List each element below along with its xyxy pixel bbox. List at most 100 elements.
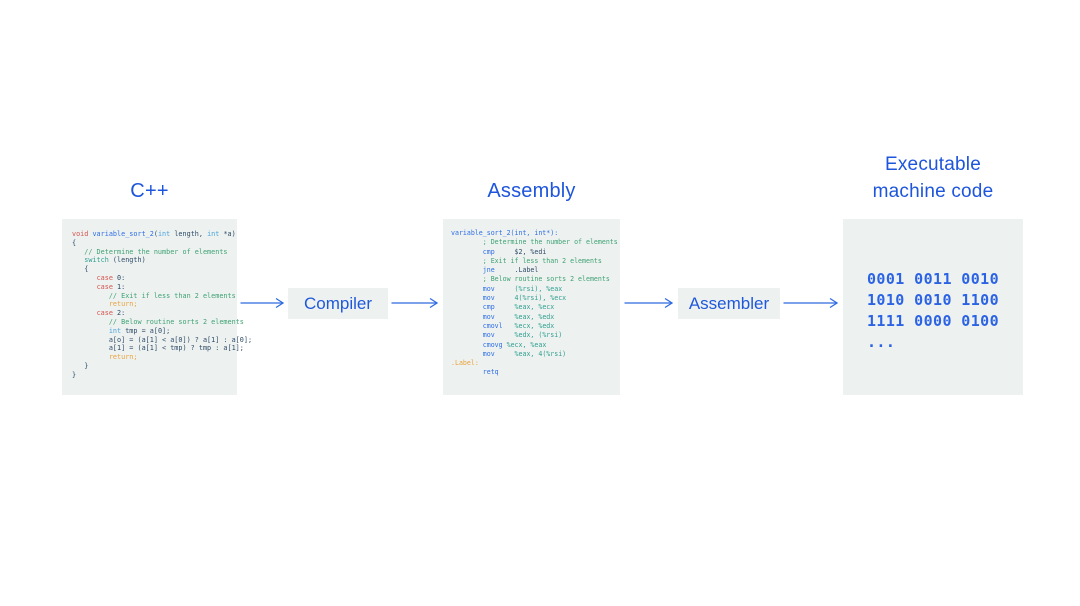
code-token: mov [482, 294, 495, 303]
code-token [451, 341, 483, 349]
code-line: mov (%rsi), %eax [451, 285, 620, 294]
stage-title-machine-line2: machine code [872, 181, 994, 202]
code-token: mov [482, 284, 495, 293]
code-token [451, 322, 483, 330]
arrow-cpp-to-compiler-icon [240, 297, 284, 309]
code-line: variable_sort_2(int, int*): [451, 229, 620, 238]
code-token [451, 303, 483, 311]
code-token [72, 327, 109, 335]
code-token: cmp [482, 247, 495, 256]
code-token: case [96, 309, 113, 318]
code-token: cmp [482, 303, 495, 312]
code-token: %ecx, %eax [502, 340, 547, 349]
machine-code-line: 1111 0000 0100 [867, 312, 1000, 330]
code-token: case [96, 282, 113, 291]
stage-title-machine-line1: Executable [884, 154, 981, 175]
code-token: // Exit if less than 2 elements [72, 291, 236, 300]
code-line: ; Exit if less than 2 elements [451, 257, 620, 266]
code-token: .Label: [451, 359, 479, 368]
code-line: case 1: [72, 283, 237, 292]
code-line: } [72, 362, 237, 371]
code-token: ( [153, 230, 158, 238]
machine-code-line: ... [867, 333, 896, 351]
code-line: case 2: [72, 309, 237, 318]
code-token: cmovg [482, 340, 503, 349]
code-line: a[1] = (a[1] < tmp) ? tmp : a[1]; [72, 344, 244, 353]
code-token: 1: [112, 282, 126, 291]
code-token: } [72, 370, 77, 379]
code-token [451, 331, 483, 339]
code-token: return; [108, 353, 138, 362]
code-token: %eax, %ecx [494, 303, 555, 312]
code-token: tmp = a[0]; [121, 326, 171, 335]
code-token [72, 300, 109, 308]
code-token: retq [482, 368, 499, 377]
code-token: (%rsi), %eax [494, 284, 563, 293]
code-token: // Below routine sorts 2 elements [72, 317, 244, 326]
code-line: mov %edx, (%rsi) [451, 331, 620, 340]
code-token: mov [482, 331, 495, 340]
code-line: retq [451, 368, 620, 377]
code-line: return; [72, 353, 237, 362]
machine-code-line: 1010 0010 1100 [867, 291, 1000, 309]
code-line: a[o] = (a[1] < a[0]) ? a[1] : a[0]; [72, 336, 252, 345]
code-token: length, [170, 230, 208, 238]
code-token: mov [482, 312, 495, 321]
code-token: a[o] = (a[1] < a[0]) ? a[1] : a[0]; [72, 335, 253, 344]
code-line: // Below routine sorts 2 elements [72, 318, 244, 327]
code-line: cmp $2, %edi [451, 248, 620, 257]
code-token [72, 353, 109, 361]
code-token: int [108, 326, 122, 335]
stage-title-assembly: Assembly [487, 180, 576, 202]
code-token [451, 350, 483, 358]
code-token: 0: [112, 273, 126, 282]
stage-title-cpp: C++ [130, 180, 169, 202]
assembly-code-panel: variable_sort_2(int, int*): ; Determine … [443, 219, 620, 395]
code-token [451, 285, 483, 293]
code-line: { [72, 265, 237, 274]
code-token: return; [108, 300, 138, 309]
code-line: return; [72, 300, 237, 309]
machine-code-line: 0001 0011 0010 [867, 270, 1000, 288]
compiler-box: Compiler [288, 288, 388, 319]
code-token: } [72, 361, 89, 370]
code-token [72, 309, 97, 317]
arrow-compiler-to-assembly-icon [391, 297, 438, 309]
code-token: mov [482, 349, 495, 358]
code-line: case 0: [72, 274, 237, 283]
code-line: } [72, 371, 237, 380]
code-line: void variable_sort_2(int length, int *a) [72, 230, 237, 239]
arrow-assembler-to-machine-code-icon [783, 297, 838, 309]
code-line: // Exit if less than 2 elements [72, 292, 237, 301]
code-token: { [72, 238, 77, 247]
code-token: case [96, 273, 113, 282]
code-token [451, 266, 483, 274]
code-line: ; Below routine sorts 2 elements [451, 275, 620, 284]
code-token: ; Exit if less than 2 elements [451, 256, 602, 265]
code-token [451, 248, 483, 256]
code-line: jne .Label [451, 266, 620, 275]
code-token: void [72, 230, 93, 238]
code-line: .Label: [451, 359, 620, 368]
code-token: 2: [112, 309, 126, 318]
code-line: mov 4(%rsi), %ecx [451, 294, 620, 303]
code-token: // Determine the number of elements [72, 247, 228, 256]
code-token [451, 313, 483, 321]
code-line: int tmp = a[0]; [72, 327, 237, 336]
code-token: %edx, (%rsi) [494, 331, 563, 340]
code-token: a[1] = (a[1] < tmp) ? tmp : a[1]; [72, 344, 244, 353]
compiler-label: Compiler [303, 293, 373, 313]
cpp-source-code-panel: void variable_sort_2(int length, int *a)… [62, 219, 252, 395]
code-token: cmovl [482, 321, 503, 330]
code-line: switch (length) [72, 256, 237, 265]
code-token: .Label [494, 266, 539, 275]
code-token: variable_sort_2 [92, 230, 154, 238]
code-token: %eax, %edx [494, 312, 555, 321]
code-line: mov %eax, %edx [451, 313, 620, 322]
arrow-assembly-to-assembler-icon [624, 297, 673, 309]
code-line: ; Determine the number of elements [451, 238, 620, 247]
machine-code-panel: 0001 0011 0010 1010 0010 1100 1111 0000 01… [843, 219, 1023, 395]
assembler-box: Assembler [678, 288, 780, 319]
code-line: cmovg %ecx, %eax [451, 341, 620, 350]
code-token: (length) [108, 256, 146, 265]
